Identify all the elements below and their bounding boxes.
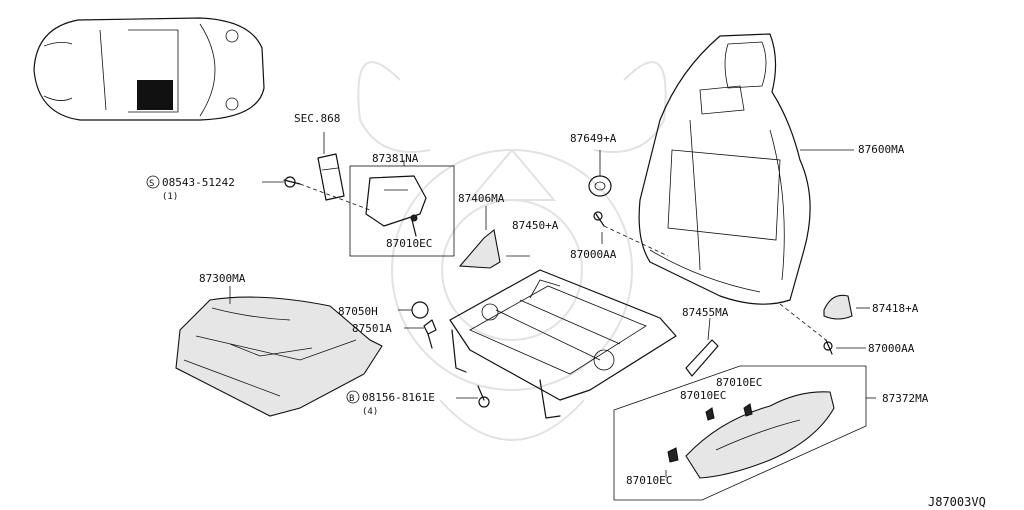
car-locator-view (33, 17, 265, 121)
cap-418 (823, 294, 870, 320)
bolt-b (456, 385, 490, 408)
cover-406 (458, 206, 501, 269)
label-seat-back: 87600MA (858, 143, 905, 156)
bolt-b-qty: (4) (362, 407, 378, 417)
label-cap-050: 87050H (338, 305, 378, 318)
label-bolt-501: 87501A (352, 322, 392, 335)
label-knob: 87649+A (570, 132, 617, 145)
seat-frame (449, 269, 677, 419)
knob-649 (588, 150, 612, 197)
label-clip-ec-3: 87010EC (626, 474, 672, 487)
bolt-b-symbol: B (349, 394, 354, 404)
label-cover-455: 87455MA (682, 306, 729, 319)
bolt-b-number: 08156-8161E (362, 391, 435, 404)
label-finisher-inner: 87381NA (372, 152, 419, 165)
cover-455 (685, 317, 719, 377)
seat-back (638, 33, 811, 305)
label-screw-aa-bottom: 87000AA (868, 342, 915, 355)
screw-aa-bottom (779, 303, 866, 355)
label-section-ref: SEC.868 (294, 112, 340, 125)
screw-aa-top (593, 211, 669, 257)
screw-s (283, 176, 371, 211)
seat-cushion (175, 296, 383, 417)
label-frame: 87450+A (512, 219, 559, 232)
bolt-501 (404, 319, 437, 349)
finisher-inner-group (349, 165, 455, 257)
label-cap-418: 87418+A (872, 302, 919, 315)
bolt-b-callout: B 08156-8161E (4) (346, 390, 435, 417)
screw-s-callout: S 08543-51242 (1) (146, 175, 284, 202)
label-clip-ec-2: 87010EC (680, 389, 726, 402)
label-screw-aa-top: 87000AA (570, 248, 617, 261)
label-clip-ec-1: 87010EC (716, 376, 762, 389)
screw-s-qty: (1) (162, 192, 178, 202)
watermark-emblem (357, 61, 667, 441)
label-clip-ec-top: 87010EC (386, 237, 432, 250)
label-finisher-outer: 87372MA (882, 392, 929, 405)
belt-buckle (317, 132, 345, 201)
leader-lines (229, 149, 854, 478)
finisher-outer-group (613, 365, 876, 501)
screw-s-symbol: S (149, 179, 154, 189)
label-cover-406: 87406MA (458, 192, 505, 205)
diagram-code: J87003VQ (928, 495, 986, 509)
seat-location-marker (137, 80, 173, 110)
cap-050 (398, 301, 429, 319)
label-cushion: 87300MA (199, 272, 246, 285)
screw-s-number: 08543-51242 (162, 176, 235, 189)
